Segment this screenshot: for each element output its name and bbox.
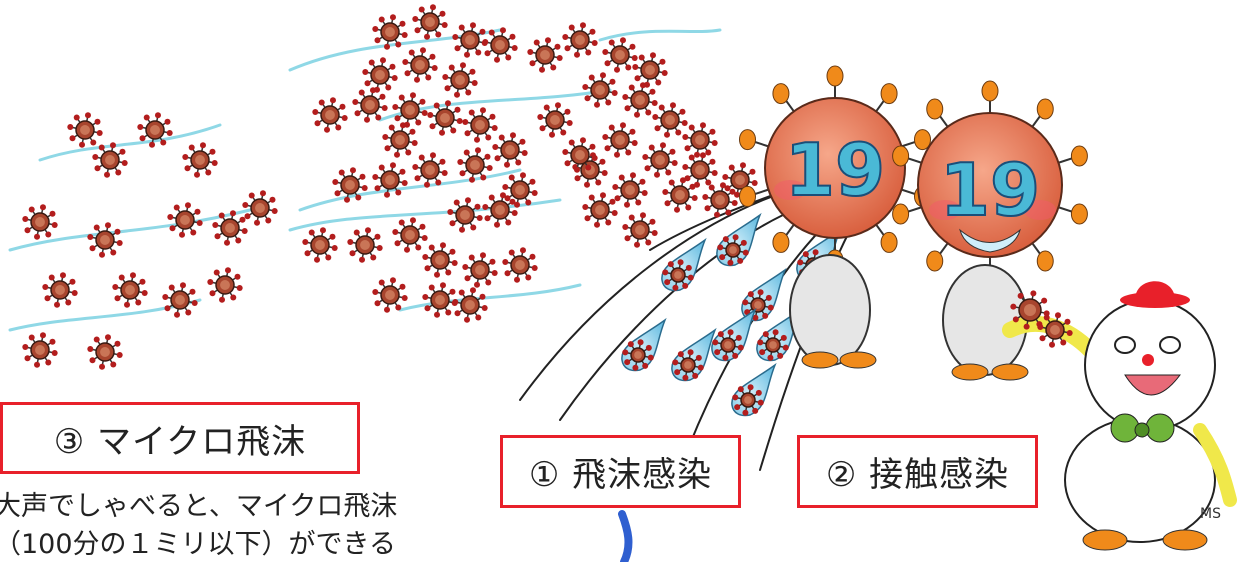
mascot-number: 19 (940, 148, 1040, 232)
virus-particle-icon (622, 339, 654, 371)
virus-particle-icon (372, 162, 408, 198)
virus-particle-icon (622, 212, 658, 248)
virus-particle-icon (372, 14, 408, 50)
virus-particle-icon (312, 97, 348, 133)
virus-particle-icon (372, 277, 408, 313)
virus-particle-icon (482, 27, 518, 63)
virus-particle-icon (452, 22, 488, 58)
virus-particle-icon (42, 272, 78, 308)
virus-particle-icon (422, 282, 458, 318)
virus-particle-icon (412, 152, 448, 188)
contact-infection-label: ② 接触感染 (797, 435, 1038, 508)
virus-particle-icon (302, 227, 338, 263)
virus-particle-icon (612, 172, 648, 208)
water-droplet-icon (671, 327, 717, 382)
virus-particle-icon (742, 289, 774, 321)
virus-particle-icon (622, 82, 658, 118)
virus-particle-icon (447, 197, 483, 233)
virus-particle-icon (112, 272, 148, 308)
virus-particles (22, 4, 758, 370)
water-droplet-icon (756, 307, 802, 362)
virus-particle-icon (502, 172, 538, 208)
virus-particle-icon (682, 152, 718, 188)
virus-particle-icon (562, 22, 598, 58)
virus-particle-icon (162, 282, 198, 318)
virus-particle-icon (462, 252, 498, 288)
virus-particle-icon (462, 107, 498, 143)
virus-particle-icon (492, 132, 528, 168)
virus-particle-icon (347, 227, 383, 263)
virus-particle-icon (382, 122, 418, 158)
virus-particle-icon (562, 137, 598, 173)
water-droplet-icon (716, 212, 762, 267)
virus-particle-icon (682, 122, 718, 158)
virus-mascot-icon: 19 (739, 65, 931, 369)
droplet-infection-label: ① 飛沫感染 (500, 435, 741, 508)
micro-droplet-label-text: ③ マイクロ飛沫 (53, 421, 307, 462)
virus-particle-icon (582, 192, 618, 228)
mascot-number: 19 (785, 128, 885, 212)
virus-particle-icon (732, 384, 764, 416)
virus-particle-icon (422, 242, 458, 278)
virus-particle-icon (482, 192, 518, 228)
virus-particle-icon (427, 100, 463, 136)
water-droplet-icon (621, 317, 667, 372)
water-droplet-icon (661, 237, 707, 292)
virus-particle-icon (362, 57, 398, 93)
virus-particle-icon (527, 37, 563, 73)
artist-signature: MS (1200, 506, 1221, 522)
water-droplet-icon (711, 307, 757, 362)
virus-particle-icon (392, 92, 428, 128)
virus-particle-icon (652, 102, 688, 138)
virus-particle-icon (242, 190, 278, 226)
virus-particle-icon (502, 247, 538, 283)
virus-particle-icon (87, 334, 123, 370)
contact-infection-label-text: ② 接触感染 (825, 455, 1010, 495)
virus-particle-icon (92, 142, 128, 178)
virus-particle-icon (167, 202, 203, 238)
virus-particle-icon (212, 210, 248, 246)
virus-particle-icon (412, 4, 448, 40)
virus-particle-icon (602, 37, 638, 73)
droplet-infection-label-text: ① 飛沫感染 (528, 455, 713, 495)
water-droplet-icon (731, 362, 777, 417)
caption-line-2: （100分の１ミリ以下）ができる (0, 529, 396, 560)
caption-line-1: 大声でしゃべると、マイクロ飛沫 (0, 491, 398, 522)
marker-stroke (618, 510, 633, 562)
snowman-character-icon: MS (1002, 281, 1237, 551)
virus-particle-icon (717, 234, 749, 266)
virus-particle-icon (452, 287, 488, 323)
virus-particle-icon (332, 167, 368, 203)
virus-particle-icon (137, 112, 173, 148)
virus-particle-icon (352, 87, 388, 123)
virus-particle-icon (582, 72, 618, 108)
virus-particle-icon (757, 329, 789, 361)
virus-particle-icon (442, 62, 478, 98)
virus-particle-icon (402, 47, 438, 83)
virus-particle-icon (1037, 312, 1073, 348)
virus-particle-icon (537, 102, 573, 138)
micro-droplet-label: ③ マイクロ飛沫 (0, 402, 360, 474)
virus-particle-icon (182, 142, 218, 178)
virus-particle-icon (207, 267, 243, 303)
virus-mascot-icon: 19 (892, 80, 1088, 381)
virus-particle-icon (87, 222, 123, 258)
water-droplet-icon (741, 267, 787, 322)
virus-particle-icon (662, 259, 694, 291)
virus-particle-icon (457, 147, 493, 183)
virus-particle-icon (712, 329, 744, 361)
virus-particle-icon (662, 177, 698, 213)
virus-particle-icon (22, 332, 58, 368)
virus-particle-icon (602, 122, 638, 158)
virus-particle-icon (22, 204, 58, 240)
virus-particle-icon (642, 142, 678, 178)
virus-particle-icon (392, 217, 428, 253)
virus-particle-icon (67, 112, 103, 148)
virus-particle-icon (702, 182, 738, 218)
virus-particle-icon (632, 52, 668, 88)
virus-particle-icon (672, 349, 704, 381)
